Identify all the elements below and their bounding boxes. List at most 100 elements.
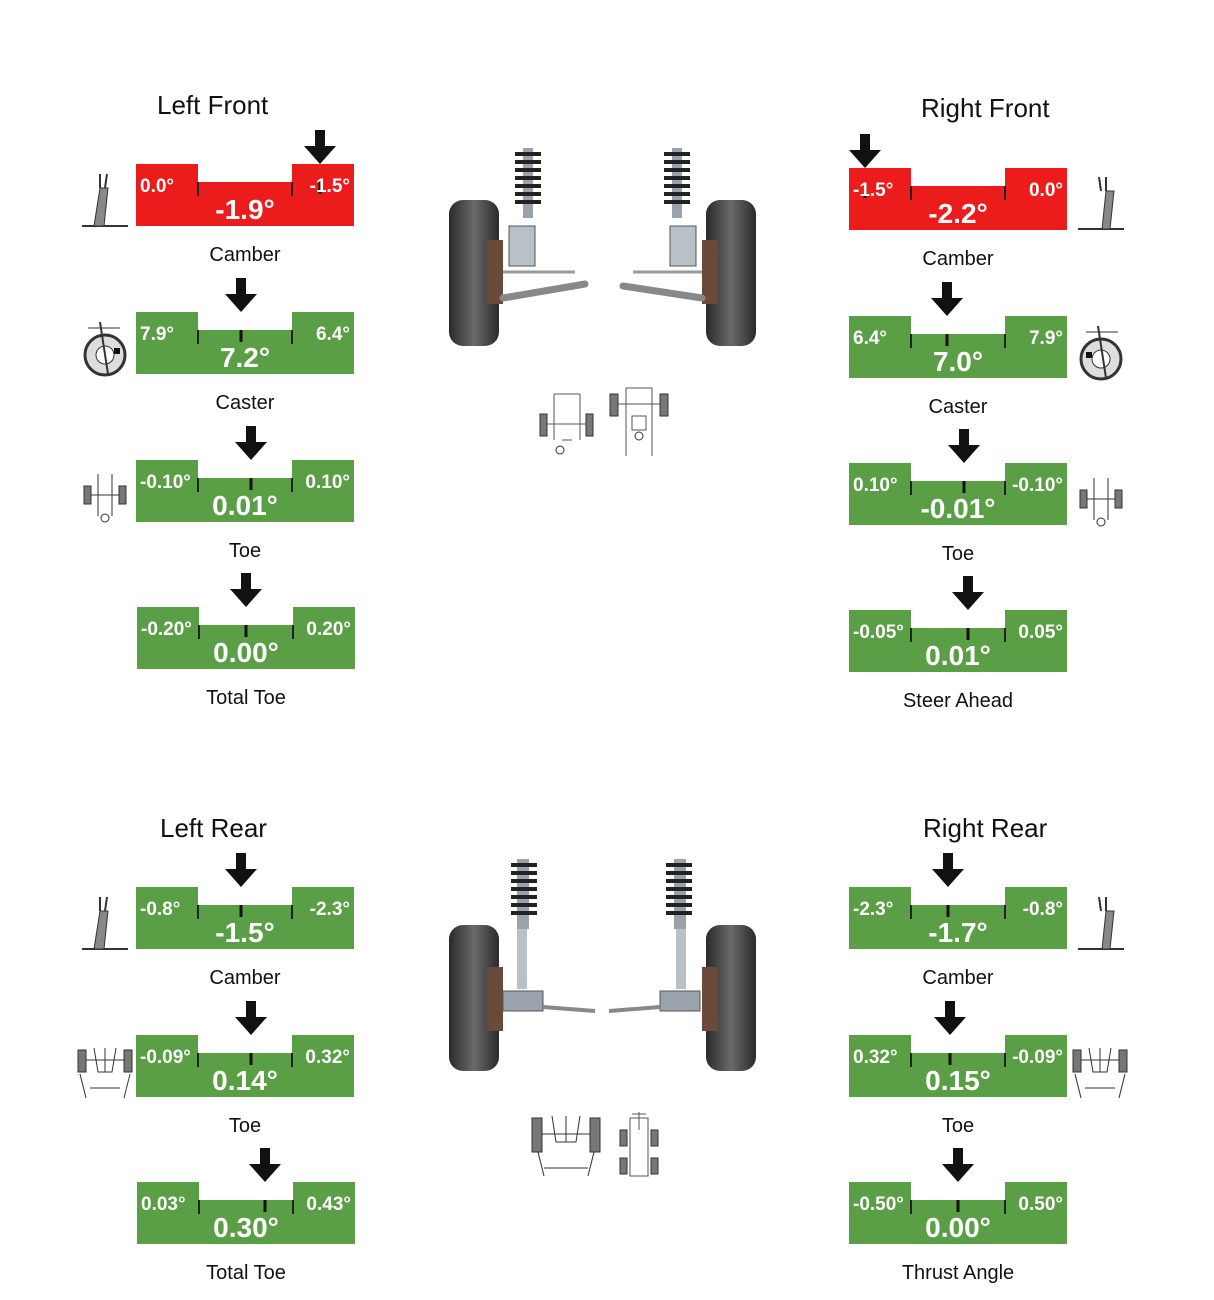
rf-camber-gauge: -1.5° 0.0° -2.2°	[849, 134, 1067, 230]
lf-camber-gauge: 0.0° -1.5° -1.9°	[136, 130, 354, 226]
tolerance-min: -0.05°	[853, 622, 904, 643]
gauge-box: 6.4° 7.9° 7.0°	[849, 316, 1067, 378]
tolerance-max: -0.8°	[1022, 899, 1063, 920]
tolerance-max: 0.05°	[1018, 622, 1063, 643]
tolerance-min: 0.0°	[140, 176, 175, 197]
tolerance-max: 0.10°	[305, 472, 350, 493]
rr-toe-gauge: 0.32° -0.09° 0.15°	[849, 1001, 1067, 1097]
toe-axle-icon	[83, 474, 127, 523]
rf-camber-label: Camber	[922, 248, 994, 270]
gauge-bar	[849, 316, 1067, 378]
measured-value: -2.2°	[928, 198, 988, 229]
lr-camber-gauge: -0.8° -2.3° -1.5°	[136, 853, 354, 949]
rf-toe-gauge: 0.10° -0.10° -0.01°	[849, 429, 1067, 525]
gauge-box: 0.10° -0.10° -0.01°	[849, 463, 1067, 525]
tolerance-max: 6.4°	[315, 324, 350, 345]
tolerance-max: -0.09°	[1012, 1047, 1063, 1068]
gauge-box: -1.5° 0.0° -2.2°	[849, 168, 1067, 230]
indicator-arrow-icon	[249, 1148, 281, 1182]
front-suspension-illustration	[449, 148, 756, 346]
indicator-arrow-icon	[225, 853, 257, 887]
tolerance-min: -0.50°	[853, 1194, 904, 1215]
lf-toe-gauge: -0.10° 0.10° 0.01°	[136, 426, 354, 522]
tolerance-max: 0.20°	[306, 619, 351, 640]
rf-caster-gauge: 6.4° 7.9° 7.0°	[849, 282, 1067, 378]
measured-value: 0.00°	[213, 637, 279, 668]
rr-camber-gauge: -2.3° -0.8° -1.7°	[849, 853, 1067, 949]
tolerance-max: -1.5°	[309, 176, 350, 197]
lr-total-toe-gauge: 0.03° 0.43° 0.30°	[137, 1148, 355, 1244]
indicator-arrow-icon	[225, 278, 257, 312]
caster-wheel-icon	[1079, 325, 1123, 381]
gauge-bar	[137, 1182, 355, 1244]
lf-camber-label: Camber	[209, 244, 281, 266]
indicator-arrow-icon	[304, 130, 336, 164]
lf-total-toe-gauge: -0.20° 0.20° 0.00°	[137, 573, 355, 669]
rear-axle-icon	[531, 1115, 601, 1177]
gauge-bar	[136, 312, 354, 374]
left-front-title: Left Front	[157, 90, 269, 120]
measured-value: 0.30°	[213, 1212, 279, 1243]
tolerance-min: 0.10°	[853, 475, 898, 496]
tolerance-min: -1.5°	[853, 180, 894, 201]
gauge-box: 0.32° -0.09° 0.15°	[849, 1035, 1067, 1097]
gauge-bar	[849, 887, 1067, 949]
toe-axle-icon	[1079, 478, 1123, 527]
camber-wheel-icon	[1078, 176, 1124, 230]
measured-value: 0.14°	[212, 1065, 278, 1096]
tolerance-min: -0.8°	[140, 899, 181, 920]
lf-toe-label: Toe	[228, 540, 262, 562]
tolerance-min: 7.9°	[140, 324, 175, 345]
indicator-arrow-icon	[931, 282, 963, 316]
tolerance-max: 0.50°	[1018, 1194, 1063, 1215]
rr-camber-label: Camber	[922, 967, 994, 989]
measured-value: 0.00°	[925, 1212, 991, 1243]
tolerance-max: -2.3°	[309, 899, 350, 920]
toe-axle-icon	[1072, 1047, 1128, 1099]
gauge-bar	[137, 607, 355, 669]
lr-camber-label: Camber	[209, 967, 281, 989]
indicator-arrow-icon	[849, 134, 881, 168]
rear-suspension-illustration	[449, 859, 756, 1071]
gauge-bar	[136, 887, 354, 949]
measured-value: -1.5°	[215, 917, 275, 948]
measured-value: 7.0°	[932, 346, 984, 377]
rr-thrust-gauge: -0.50° 0.50° 0.00°	[849, 1148, 1067, 1244]
tolerance-min: 0.03°	[141, 1194, 186, 1215]
tolerance-min: -0.20°	[141, 619, 192, 640]
tolerance-max: -0.10°	[1012, 475, 1063, 496]
rf-steer-label: Steer Ahead	[902, 690, 1014, 712]
indicator-arrow-icon	[934, 1001, 966, 1035]
gauge-bar	[136, 460, 354, 522]
indicator-arrow-icon	[235, 1001, 267, 1035]
measured-value: -1.7°	[928, 917, 988, 948]
lf-caster-gauge: 7.9° 6.4° 7.2°	[136, 278, 354, 374]
tolerance-min: 6.4°	[853, 328, 888, 349]
gauge-bar	[136, 164, 354, 226]
gauge-bar	[849, 1035, 1067, 1097]
tolerance-max: 7.9°	[1028, 328, 1063, 349]
rf-toe-label: Toe	[941, 543, 975, 565]
rf-steer-gauge: -0.05° 0.05° 0.01°	[849, 576, 1067, 672]
camber-wheel-icon	[82, 173, 128, 227]
lf-total-toe-label: Total Toe	[206, 687, 286, 709]
measured-value: 7.2°	[219, 342, 271, 373]
lr-toe-label: Toe	[228, 1115, 262, 1137]
indicator-arrow-icon	[235, 426, 267, 460]
rf-caster-label: Caster	[928, 396, 988, 418]
gauge-box: 0.03° 0.43° 0.30°	[137, 1182, 355, 1244]
indicator-arrow-icon	[948, 429, 980, 463]
tolerance-max: 0.32°	[305, 1047, 350, 1068]
indicator-arrow-icon	[230, 573, 262, 607]
gauge-box: 7.9° 6.4° 7.2°	[136, 312, 354, 374]
indicator-arrow-icon	[932, 853, 964, 887]
tolerance-min: 0.32°	[853, 1047, 898, 1068]
gauge-box: -0.09° 0.32° 0.14°	[136, 1035, 354, 1097]
indicator-arrow-icon	[952, 576, 984, 610]
camber-wheel-icon	[1078, 896, 1124, 950]
rr-thrust-label: Thrust Angle	[901, 1262, 1015, 1284]
right-front-title: Right Front	[921, 93, 1050, 123]
left-rear-title: Left Rear	[160, 813, 267, 843]
gauge-bar	[849, 610, 1067, 672]
gauge-box: -2.3° -0.8° -1.7°	[849, 887, 1067, 949]
